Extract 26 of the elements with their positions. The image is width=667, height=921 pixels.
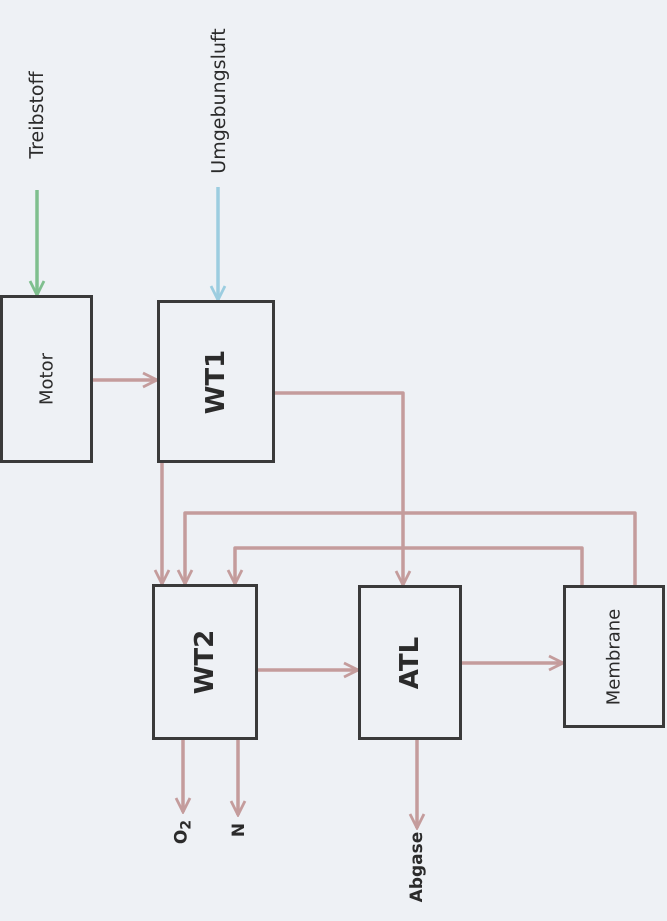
- arrow: [154, 463, 170, 586]
- arrow: [275, 391, 412, 586]
- flow-label: Umgebungsluft: [202, 15, 236, 187]
- process-box: [152, 584, 258, 740]
- box-label: Motor: [36, 353, 57, 405]
- arrow: [174, 740, 192, 814]
- arrow: [408, 740, 426, 830]
- arrow: [210, 187, 226, 302]
- arrow: [226, 546, 584, 586]
- arrow: [28, 190, 46, 296]
- box-label: ATL: [395, 636, 425, 689]
- box-label: Membrane: [604, 608, 624, 705]
- process-box: [157, 300, 275, 463]
- flow-label: Abgase: [400, 828, 434, 906]
- flow-label: Treibstoff: [20, 40, 54, 190]
- process-box: [563, 585, 665, 728]
- flow-label: N: [226, 815, 252, 845]
- arrow: [176, 511, 637, 586]
- process-box: [0, 295, 93, 463]
- process-box: [358, 585, 462, 740]
- arrow: [93, 372, 158, 388]
- arrow: [258, 662, 360, 678]
- box-label: WT1: [201, 349, 231, 414]
- arrow: [462, 654, 564, 672]
- arrow: [230, 740, 246, 816]
- box-label: WT2: [190, 630, 220, 694]
